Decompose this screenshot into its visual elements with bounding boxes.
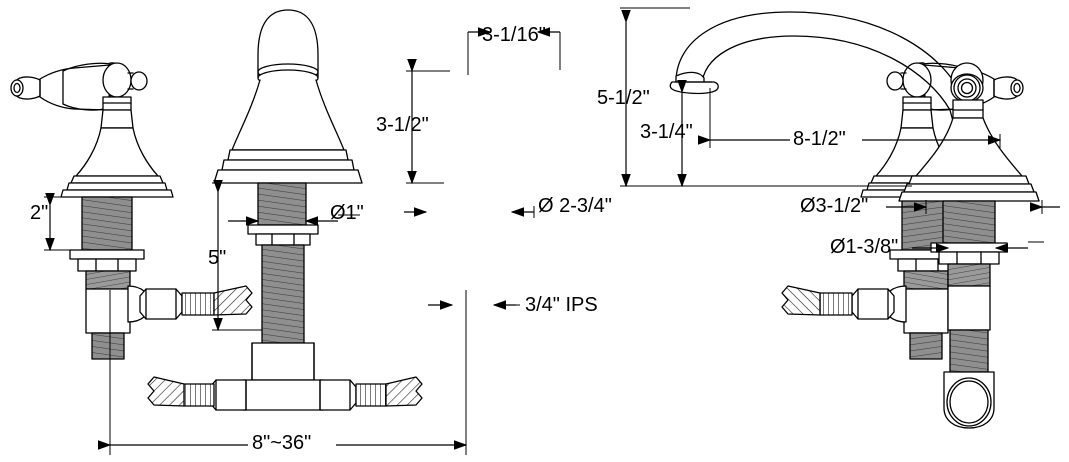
left-handle-assembly [10, 62, 253, 360]
dim-label-center-shank-length: 5" [208, 247, 227, 269]
dim-label-spout-shank-dia: Ø1-3/8" [830, 236, 899, 258]
dim-label-spread-range: 8"~36" [252, 432, 312, 454]
dim-label-center-shank-dia: Ø1" [330, 202, 364, 224]
spout-assembly [669, 11, 1040, 429]
dim-label-escutcheon-dia: Ø 2-3/4" [538, 195, 612, 217]
dim-label-spout-reach: 8-1/2" [793, 128, 846, 150]
dimension-lines [44, 7, 1060, 455]
dim-label-deck-to-spout-top: 5-1/2" [597, 87, 650, 109]
center-diverter-body [147, 9, 423, 411]
dim-label-supply-thread: 3/4" IPS [525, 294, 598, 316]
dim-label-handle-reach: 3-1/16" [482, 24, 546, 46]
dim-label-handle-height: 3-1/2" [376, 114, 429, 136]
dim-label-handle-rise: 2" [30, 202, 49, 224]
dim-label-spout-base-dia: Ø3-1/2" [800, 195, 869, 217]
dim-label-deck-to-outlet: 3-1/4" [640, 121, 693, 143]
